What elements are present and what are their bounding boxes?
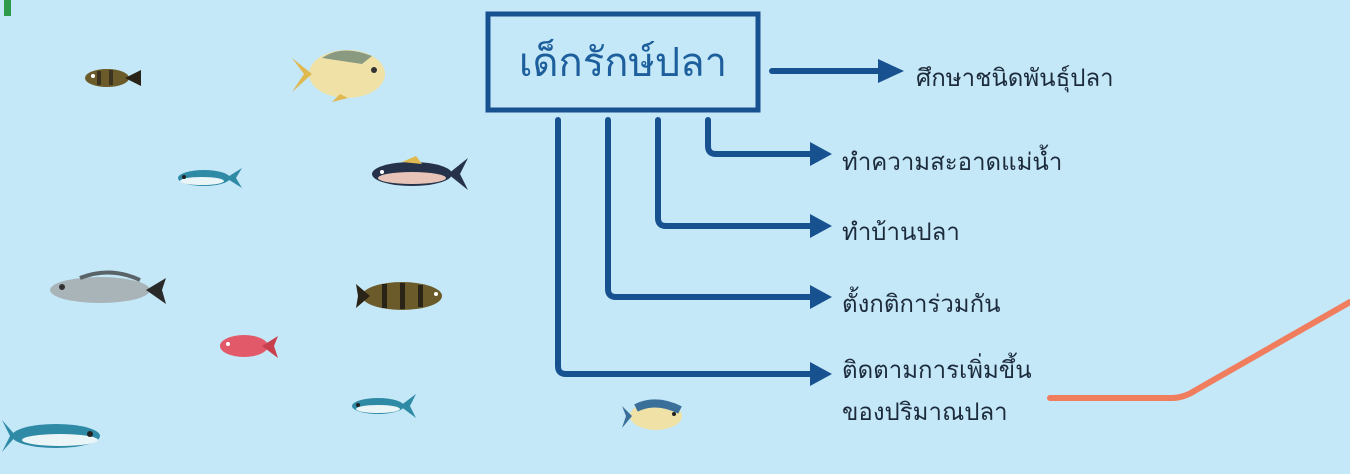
branch-label-set-rules: ตั้งกติการ่วมกัน [842, 290, 1001, 318]
arrow-head-4 [810, 285, 832, 309]
arrow-head-5 [810, 362, 832, 386]
arrow-head-2 [810, 142, 832, 166]
fish-icon [356, 282, 442, 310]
fish-icon [178, 168, 242, 188]
connector-3 [655, 117, 815, 229]
branch-label-study-species: ศึกษาชนิดพันธุ์ปลา [916, 64, 1114, 92]
connector-4 [605, 117, 815, 300]
corner-mark [4, 0, 11, 16]
connector-5 [555, 117, 815, 377]
title-box [485, 11, 761, 113]
fish-icon [85, 69, 141, 87]
fish-icon [292, 50, 385, 102]
branch-label-fish-house: ทำบ้านปลา [842, 218, 960, 246]
arrow-head-1 [878, 59, 904, 83]
diagram-title: เด็กรักษ์ปลา [518, 40, 728, 86]
fish-icon [622, 399, 682, 430]
fish-icon [352, 394, 416, 418]
fish-icon [2, 420, 100, 452]
branch-label-clean-river: ทำความสะอาดแม่น้ำ [842, 148, 1063, 176]
branch-label-track-increase: ติดตามการเพิ่มขึ้น [842, 356, 1032, 384]
fish-icon [220, 335, 278, 358]
arrow-head-3 [810, 214, 832, 238]
fish-icon [50, 270, 166, 304]
fish-icon [372, 156, 468, 190]
accent-line [1047, 299, 1350, 401]
branch-label-fish-quantity: ของปริมาณปลา [842, 398, 1008, 426]
connector-2 [705, 117, 815, 157]
